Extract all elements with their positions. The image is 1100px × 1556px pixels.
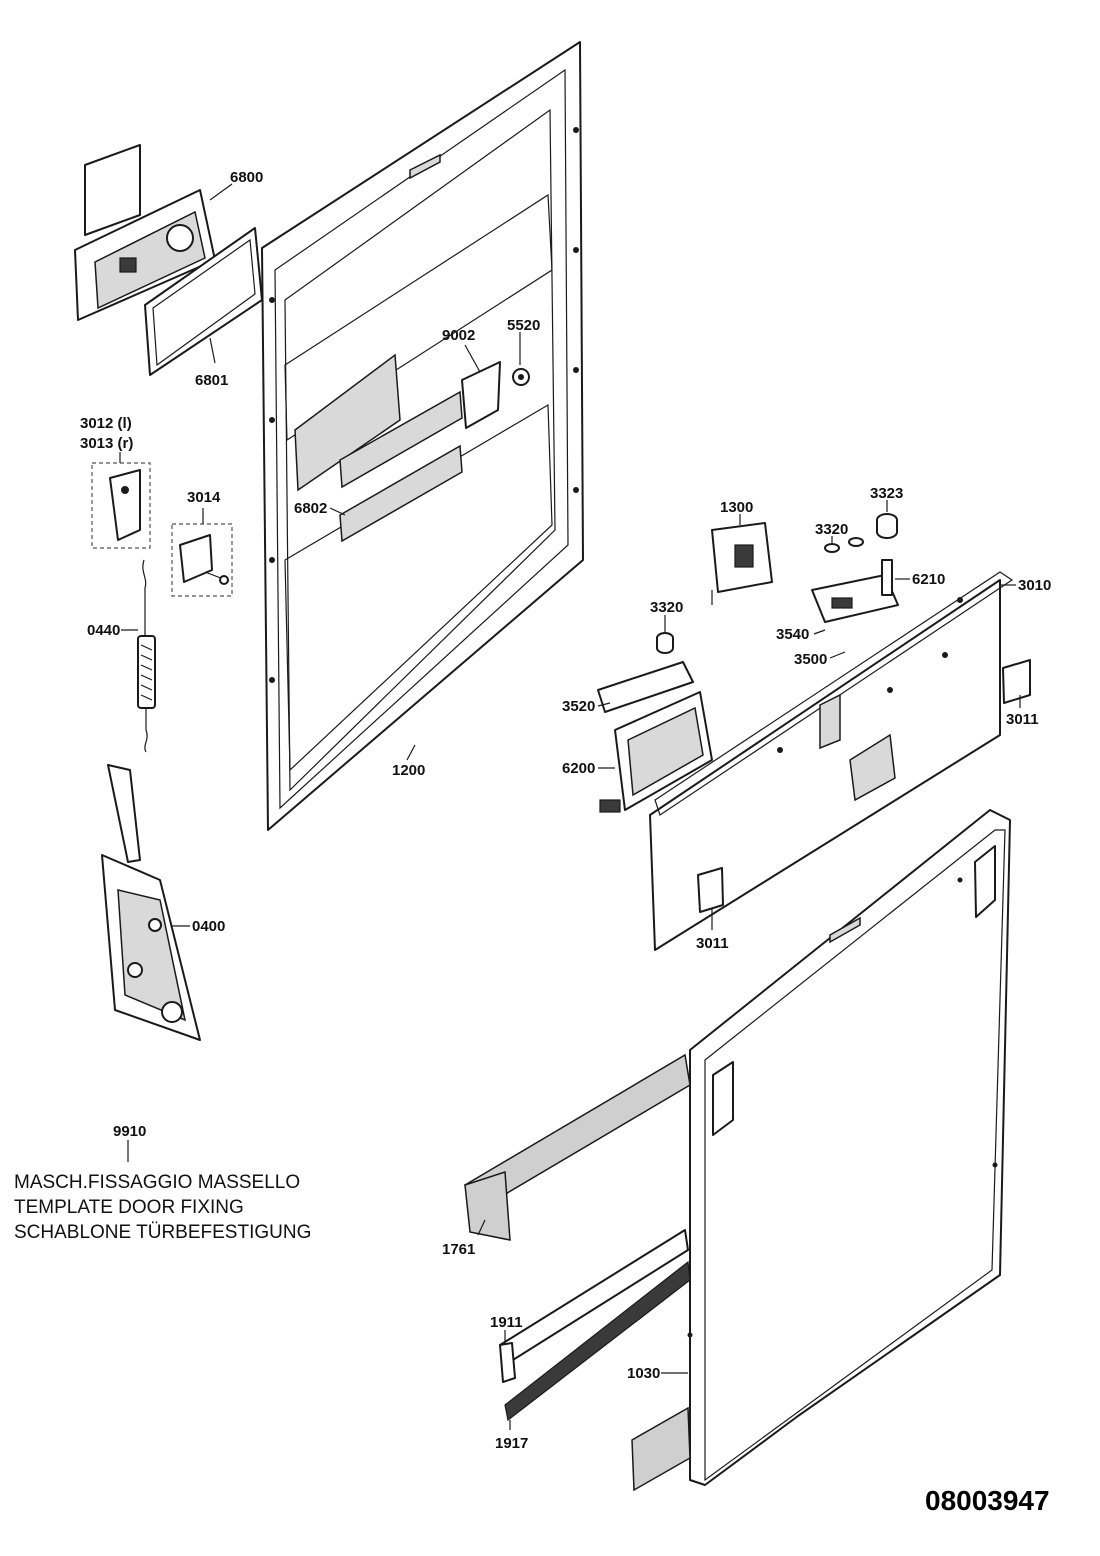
label-1200: 1200 bbox=[392, 762, 425, 779]
label-3010: 3010 bbox=[1018, 577, 1051, 594]
knob-3323 bbox=[876, 513, 898, 539]
door-hinge bbox=[101, 764, 201, 1041]
caption-line-2: TEMPLATE DOOR FIXING bbox=[14, 1197, 244, 1218]
label-3014: 3014 bbox=[187, 489, 221, 506]
label-3011-right: 3011 bbox=[1006, 711, 1039, 728]
label-3323: 3323 bbox=[870, 485, 903, 502]
label-1911: 1911 bbox=[490, 1314, 523, 1331]
label-3540: 3540 bbox=[776, 626, 809, 643]
label-3012: 3012 (l) bbox=[80, 415, 132, 432]
hinge-bracket-box bbox=[91, 462, 151, 549]
electronic-module bbox=[599, 691, 713, 813]
outer-door-panel bbox=[687, 809, 1011, 1486]
label-3500: 3500 bbox=[794, 651, 827, 668]
panel-bracket-right bbox=[1002, 659, 1031, 704]
label-3011-left: 3011 bbox=[696, 935, 729, 952]
label-5520: 5520 bbox=[507, 317, 540, 334]
control-panel bbox=[649, 571, 1014, 951]
clip-box bbox=[171, 523, 233, 597]
label-0440: 0440 bbox=[87, 622, 120, 639]
leader-lines bbox=[119, 183, 1021, 1430]
knob-3320-lower bbox=[656, 632, 674, 654]
detergent-dispenser bbox=[74, 144, 216, 321]
door-spring bbox=[137, 559, 156, 753]
label-6802: 6802 bbox=[294, 500, 327, 517]
label-1761: 1761 bbox=[442, 1241, 475, 1258]
label-0400: 0400 bbox=[192, 918, 225, 935]
selector-module bbox=[811, 559, 899, 623]
label-1300: 1300 bbox=[720, 499, 753, 516]
label-3320-upper: 3320 bbox=[815, 521, 848, 538]
label-3520: 3520 bbox=[562, 698, 595, 715]
label-1917: 1917 bbox=[495, 1435, 528, 1452]
knob-3320-upper bbox=[824, 537, 864, 553]
inner-door-panel bbox=[261, 41, 584, 831]
label-6800: 6800 bbox=[230, 169, 263, 186]
trim-profile-1911 bbox=[499, 1229, 689, 1383]
label-6210: 6210 bbox=[912, 571, 945, 588]
label-6801: 6801 bbox=[195, 372, 228, 389]
caption-line-3: SCHABLONE TÜRBEFESTIGUNG bbox=[14, 1222, 311, 1243]
door-lock bbox=[711, 522, 773, 605]
label-9910: 9910 bbox=[113, 1123, 146, 1140]
dispenser-gasket bbox=[144, 227, 263, 376]
foam-strip-lower bbox=[631, 1406, 691, 1492]
caption-line-1: MASCH.FISSAGGIO MASSELLO bbox=[14, 1172, 300, 1193]
label-9002: 9002 bbox=[442, 327, 475, 344]
hinge-bracket bbox=[109, 469, 141, 541]
panel-bracket-left bbox=[697, 867, 724, 913]
foam-strip-1761 bbox=[464, 1053, 691, 1241]
label-1030: 1030 bbox=[627, 1365, 660, 1382]
label-6200: 6200 bbox=[562, 760, 595, 777]
document-number: 08003947 bbox=[925, 1485, 1050, 1516]
seal-profile-1917 bbox=[504, 1260, 691, 1422]
label-3320-lower: 3320 bbox=[650, 599, 683, 616]
spring-clip bbox=[179, 534, 229, 585]
label-3013: 3013 (r) bbox=[80, 435, 133, 452]
